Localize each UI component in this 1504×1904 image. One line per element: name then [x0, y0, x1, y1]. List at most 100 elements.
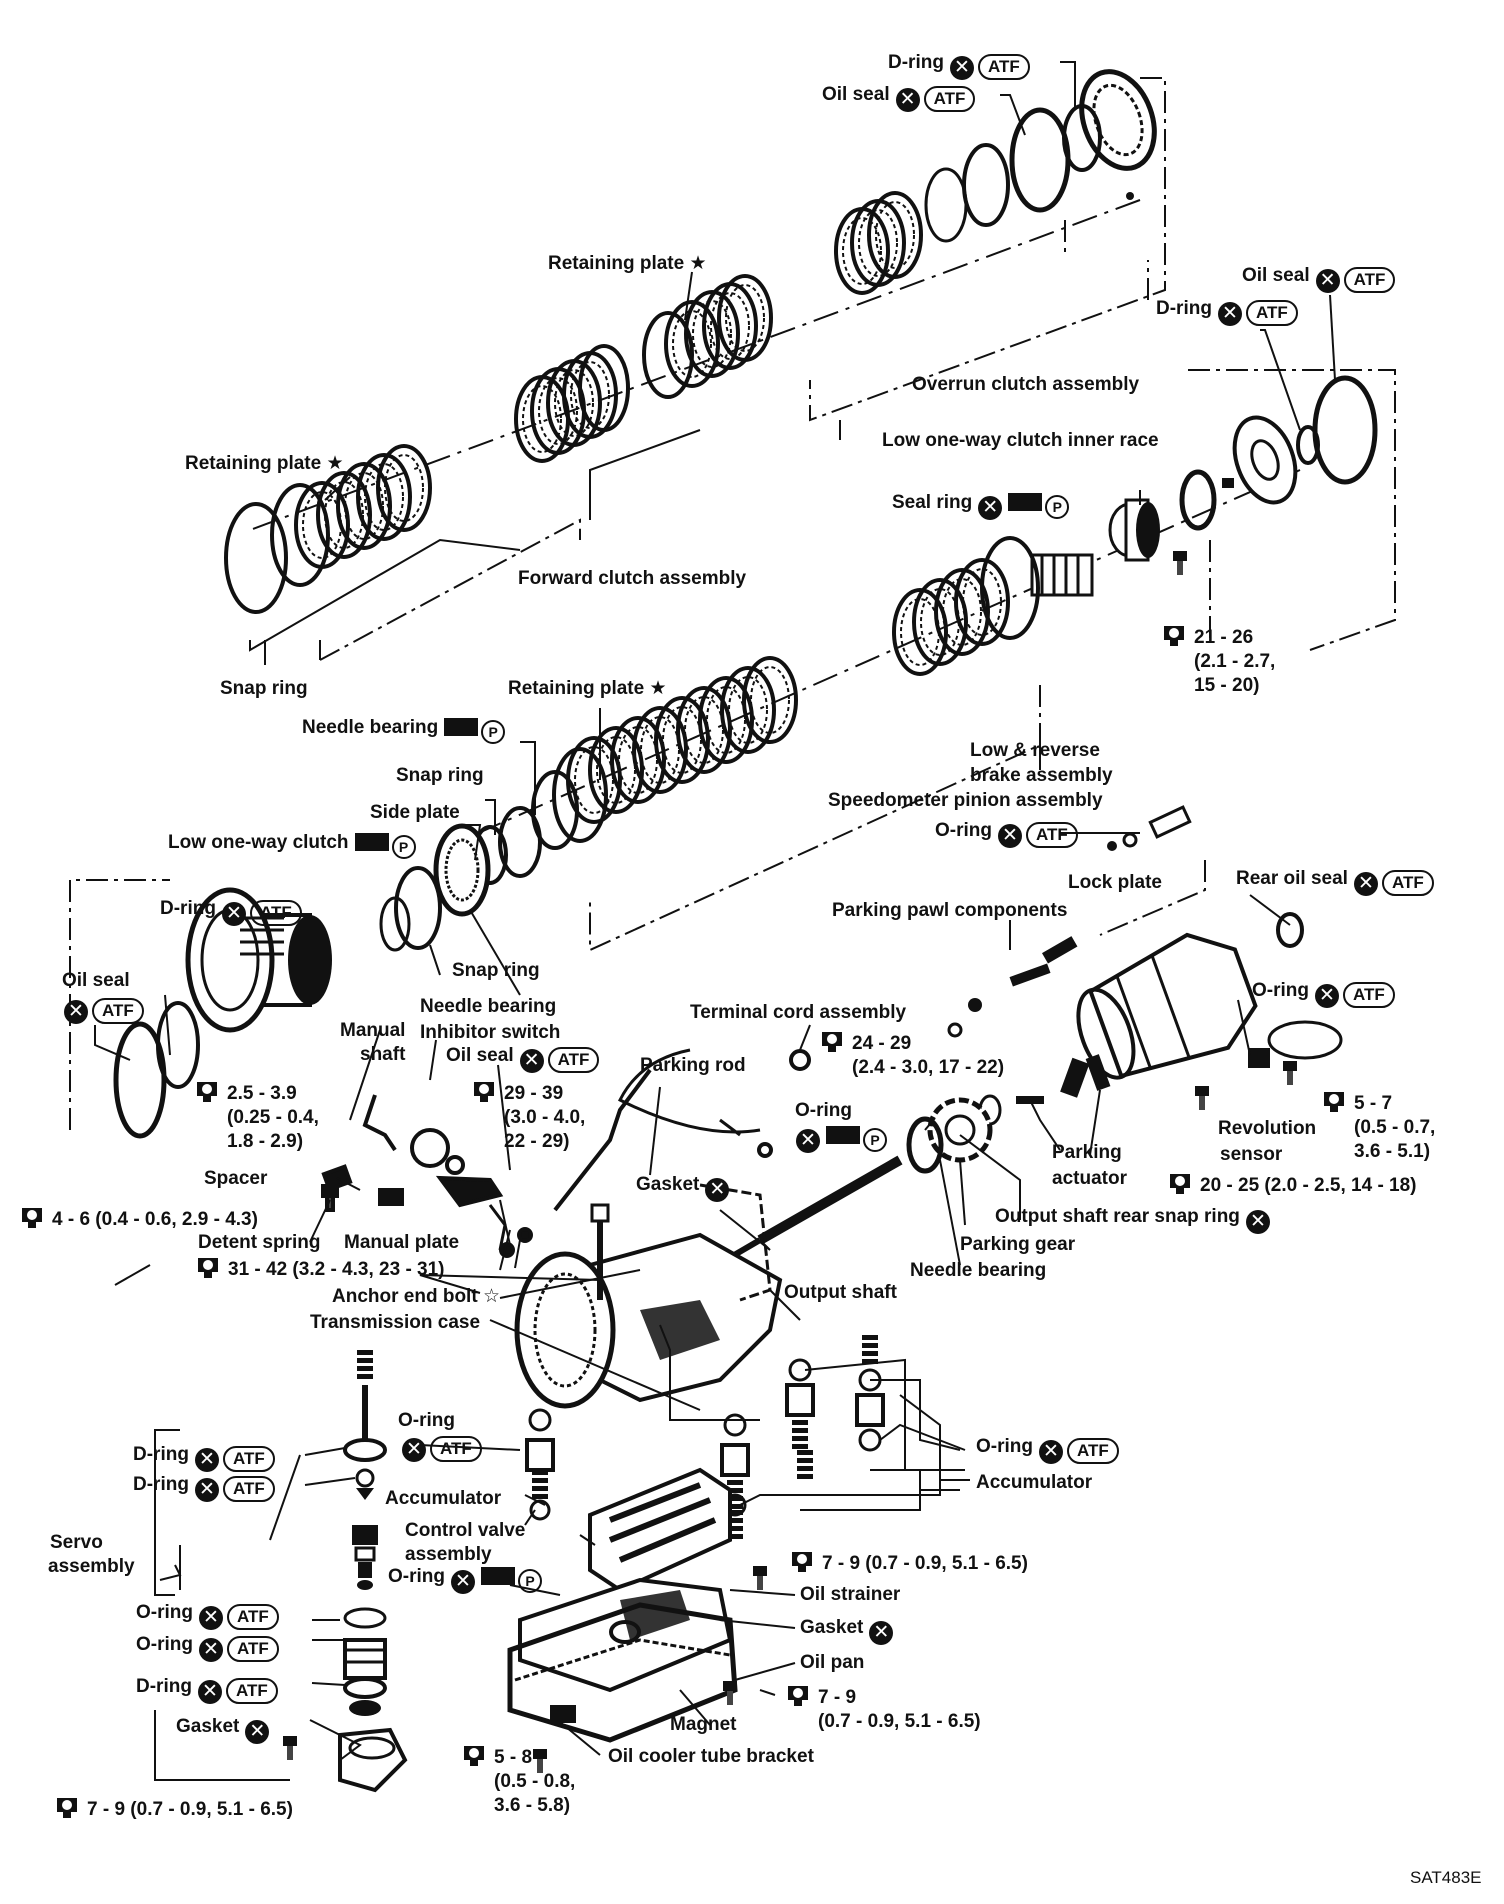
- text: Overrun clutch assembly: [912, 374, 1140, 395]
- grease-icon: [481, 1567, 515, 1585]
- atf-icon: ATF: [1343, 982, 1395, 1008]
- text: Needle bearing: [420, 996, 557, 1017]
- label-o-ring-acc: O-ring: [398, 1410, 455, 1432]
- label-oil-cooler-bracket: Oil cooler tube bracket: [608, 1746, 814, 1768]
- label-d-ring-top: D-ring✕ATF: [888, 52, 1030, 80]
- text: Servo: [50, 1532, 103, 1553]
- text: Oil cooler tube bracket: [608, 1746, 814, 1767]
- torque-wrench-icon: [790, 1550, 814, 1574]
- label-gasket-case: Gasket✕: [636, 1174, 730, 1202]
- label-o-ring-mid-symbols: ✕P: [790, 1125, 887, 1153]
- label-oil-seal-left-symbols: ✕ATF: [58, 996, 144, 1024]
- text: Seal ring: [892, 492, 973, 513]
- label-oil-seal-right: Oil seal✕ATF: [1242, 265, 1396, 293]
- text: Retaining plate: [185, 453, 322, 474]
- replace-icon: ✕: [869, 1621, 894, 1645]
- label-oil-pan: Oil pan: [800, 1652, 864, 1674]
- text: D-ring: [133, 1444, 189, 1465]
- text: Low & reverse: [970, 740, 1100, 761]
- text: assembly: [405, 1544, 492, 1565]
- torque-wrench-icon: [195, 1080, 219, 1104]
- label-magnet: Magnet: [670, 1714, 737, 1736]
- atf-icon: ATF: [430, 1436, 482, 1462]
- torque-t2: 24 - 29(2.4 - 3.0, 17 - 22): [820, 1030, 1004, 1080]
- label-control-valve-2: assembly: [405, 1544, 492, 1566]
- text: Low one-way clutch inner race: [882, 430, 1159, 451]
- text: O-ring: [1252, 980, 1309, 1001]
- petroleum-jelly-icon: P: [863, 1128, 887, 1152]
- label-speedometer-pinion: Speedometer pinion assembly: [828, 790, 1103, 812]
- replace-icon: ✕: [451, 1570, 475, 1594]
- text: Lock plate: [1068, 872, 1162, 893]
- replace-icon: ✕: [1315, 984, 1339, 1008]
- replace-icon: ✕: [978, 496, 1003, 520]
- label-retaining-plate-1: Retaining plate ★: [548, 253, 707, 275]
- label-needle-bearing-1: Needle bearing P: [302, 717, 506, 744]
- label-retaining-plate-2: Retaining plate ★: [185, 453, 344, 475]
- replace-icon: ✕: [895, 88, 920, 112]
- text: Oil seal: [822, 84, 890, 105]
- atf-icon: ATF: [977, 54, 1030, 80]
- label-o-ring-acc-symbols: ✕ATF: [396, 1434, 482, 1462]
- label-accumulator-left: Accumulator: [385, 1488, 501, 1510]
- text: Manual plate: [344, 1232, 460, 1253]
- text: Accumulator: [385, 1488, 502, 1509]
- text: Magnet: [670, 1714, 737, 1735]
- torque-t9: 7 - 9 (0.7 - 0.9, 5.1 - 6.5): [790, 1550, 1028, 1576]
- text: Speedometer pinion assembly: [828, 790, 1103, 811]
- label-rear-oil-seal: Rear oil seal✕ATF: [1236, 868, 1434, 896]
- text: Parking: [1052, 1142, 1122, 1163]
- text: Gasket: [176, 1716, 240, 1737]
- torque-t3: 2.5 - 3.9(0.25 - 0.4,1.8 - 2.9): [195, 1080, 319, 1154]
- replace-icon: ✕: [1217, 302, 1242, 326]
- label-low-reverse-brake: Low & reverse: [970, 740, 1100, 762]
- assembly-brackets: [69, 77, 1396, 1130]
- label-output-snap-ring: Output shaft rear snap ring✕: [995, 1206, 1270, 1234]
- atf-icon: ATF: [1245, 300, 1298, 326]
- text: 15 - 20): [1194, 675, 1260, 696]
- label-oil-seal-manual: Oil seal✕ATF: [446, 1045, 600, 1073]
- label-oil-seal-top: Oil seal✕ATF: [822, 84, 976, 112]
- torque-wrench-icon: [1168, 1172, 1192, 1196]
- text: O-ring: [976, 1436, 1033, 1457]
- text: Revolution: [1218, 1118, 1317, 1139]
- label-d-ring-servo-1: D-ring✕ATF: [133, 1444, 275, 1472]
- text: Manual: [340, 1020, 406, 1041]
- label-o-ring-speedo: O-ring✕ATF: [935, 820, 1078, 848]
- torque-wrench-icon: [786, 1684, 810, 1708]
- label-oil-strainer: Oil strainer: [800, 1584, 900, 1606]
- petroleum-jelly-icon: P: [481, 720, 506, 744]
- text: O-ring: [136, 1602, 193, 1623]
- low-reverse-parts: [113, 375, 1378, 1139]
- text: Needle bearing: [302, 717, 439, 738]
- text: Retaining plate: [508, 678, 645, 699]
- replace-icon: ✕: [998, 824, 1022, 848]
- replace-icon: ✕: [64, 1000, 88, 1024]
- label-snap-ring-1: Snap ring: [220, 678, 308, 700]
- text: assembly: [48, 1556, 135, 1577]
- text: Rear oil seal: [1236, 868, 1348, 889]
- atf-icon: ATF: [222, 1446, 275, 1472]
- label-lock-plate: Lock plate: [1068, 872, 1162, 894]
- label-revolution-sensor-2: sensor: [1220, 1144, 1282, 1166]
- label-needle-bearing-2: Needle bearing: [420, 996, 556, 1018]
- text: Oil seal: [446, 1045, 514, 1066]
- label-o-ring-cv: O-ring✕P: [388, 1566, 542, 1594]
- text: (0.5 - 0.8,: [494, 1771, 576, 1792]
- leader-lines: [94, 61, 1336, 1781]
- text: Parking rod: [640, 1055, 746, 1076]
- label-d-ring-left: D-ring✕ATF: [160, 898, 302, 926]
- text: Control valve: [405, 1520, 526, 1541]
- label-low-oneway-inner-race: Low one-way clutch inner race: [882, 430, 1159, 452]
- text: (2.4 - 3.0, 17 - 22): [852, 1057, 1005, 1078]
- text: 7 - 9: [818, 1687, 857, 1708]
- text: Oil seal: [1242, 265, 1310, 286]
- text: actuator: [1052, 1168, 1127, 1189]
- replace-icon: ✕: [1353, 872, 1378, 896]
- label-manual-plate: Manual plate: [344, 1232, 459, 1254]
- label-detent-spring: Detent spring: [198, 1232, 320, 1254]
- petroleum-jelly-icon: P: [391, 835, 416, 859]
- label-parking-gear: Parking gear: [960, 1234, 1075, 1256]
- text: Snap ring: [452, 960, 540, 981]
